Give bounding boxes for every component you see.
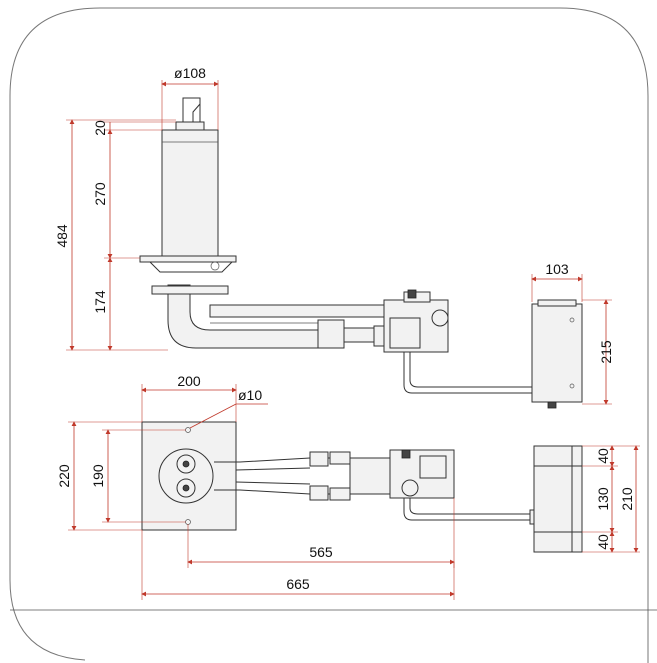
dim-controller-width: 103	[545, 261, 569, 277]
side-view-dimensions: ø108 20 270 174 484 103 215	[54, 65, 614, 405]
dim-body-height: 270	[92, 182, 108, 206]
side-view	[139, 97, 583, 409]
top-view-dimensions: 200 ø10 220 190 565 665 40 130	[56, 373, 640, 600]
probe-hook	[182, 97, 201, 122]
dim-bracket-middle: 130	[595, 487, 611, 511]
dim-hole-diameter: ø10	[238, 387, 262, 403]
dim-pipe-diameter: ø108	[174, 65, 206, 81]
dim-cap-height: 20	[92, 120, 108, 136]
dim-bracket-bottom: 40	[595, 534, 611, 550]
dim-hole-spacing: 190	[90, 464, 106, 488]
dim-bracket-total: 210	[619, 487, 635, 511]
bracket-cable	[403, 498, 530, 521]
top-view	[141, 421, 583, 553]
dim-plate-depth: 220	[56, 464, 72, 488]
controller-box	[531, 303, 583, 403]
pipe-connector	[317, 319, 345, 349]
pipe-cross-section	[158, 448, 214, 504]
controller-cable	[403, 352, 532, 394]
controller-bracket	[533, 445, 583, 467]
dim-total-height: 484	[54, 224, 70, 248]
tube-bundle	[214, 457, 400, 495]
dim-plate-width: 200	[177, 373, 201, 389]
dim-controller-height: 215	[598, 340, 614, 364]
pipe-cap	[175, 121, 205, 131]
vertical-pipe	[161, 129, 219, 257]
horizontal-pipe	[209, 304, 391, 318]
drawing-frame	[9, 7, 649, 663]
dim-lower-height: 174	[92, 290, 108, 314]
dim-overall-length: 665	[286, 576, 310, 592]
dim-hole-to-end: 565	[309, 544, 333, 560]
mounting-flange	[139, 255, 237, 263]
dim-bracket-top: 40	[595, 448, 611, 464]
